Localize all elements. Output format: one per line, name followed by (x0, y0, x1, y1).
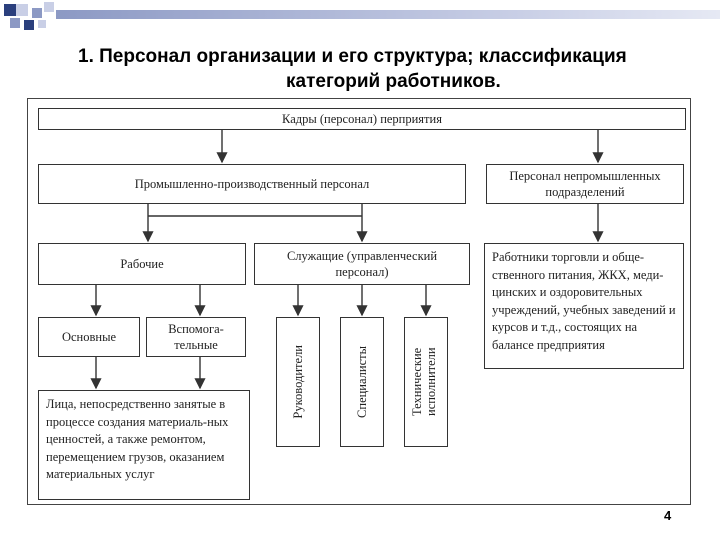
deco-square (10, 18, 20, 28)
managers-label: Руководители (291, 345, 305, 419)
industrial-box: Промышленно-производственный персонал (38, 164, 466, 204)
tech-executors-box: Технические исполнители (404, 317, 448, 447)
employees-label: Служащие (управленческий персонал) (286, 249, 438, 279)
slide-title: 1. Персонал организации и его структура;… (70, 44, 690, 94)
deco-square (16, 4, 28, 16)
aux-workers-label: Вспомога-тельные (168, 322, 224, 352)
deco-square (32, 8, 42, 18)
deco-square (44, 2, 54, 12)
slide-title-line2: категорий работников. (286, 71, 501, 92)
tech-executors-label: Технические исполнители (410, 347, 438, 417)
nonindustrial-desc-box: Работники торговли и обще-ственного пита… (484, 243, 684, 369)
specialists-box: Специалисты (340, 317, 384, 447)
nonindustrial-label: Персонал непромышленных подразделений (509, 169, 661, 199)
workers-desc-text: Лица, непосредственно занятые в процессе… (46, 397, 229, 481)
root-label: Кадры (персонал) перприятия (282, 111, 442, 126)
workers-box: Рабочие (38, 243, 246, 285)
managers-box: Руководители (276, 317, 320, 447)
main-workers-box: Основные (38, 317, 140, 357)
slide-title-line1: 1. Персонал организации и его структура;… (78, 46, 627, 67)
page-number: 4 (664, 508, 672, 523)
workers-desc-box: Лица, непосредственно занятые в процессе… (38, 390, 250, 500)
deco-square (4, 4, 16, 16)
deco-square (38, 20, 46, 28)
deco-bar (56, 10, 720, 19)
deco-square (24, 20, 34, 30)
workers-label: Рабочие (120, 256, 164, 271)
specialists-label: Специалисты (355, 346, 369, 418)
main-workers-label: Основные (61, 329, 117, 344)
root-box: Кадры (персонал) перприятия (38, 108, 686, 130)
nonindustrial-desc-text: Работники торговли и обще-ственного пита… (492, 250, 676, 352)
employees-box: Служащие (управленческий персонал) (254, 243, 470, 285)
aux-workers-box: Вспомога-тельные (146, 317, 246, 357)
industrial-label: Промышленно-производственный персонал (134, 176, 370, 191)
nonindustrial-box: Персонал непромышленных подразделений (486, 164, 684, 204)
